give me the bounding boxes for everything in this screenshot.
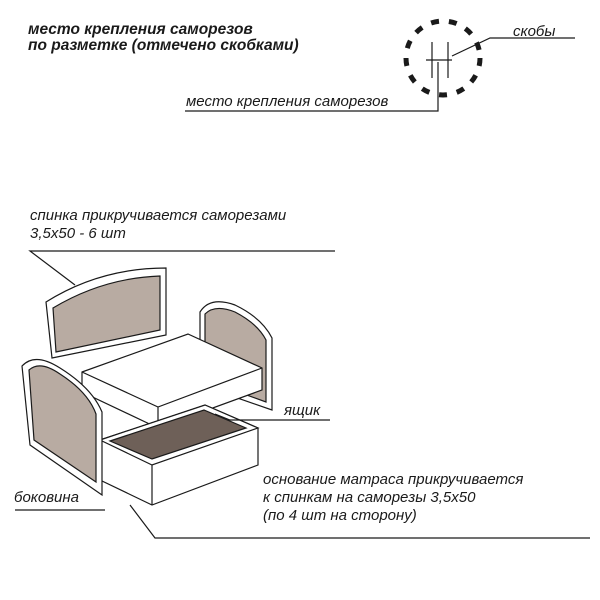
dashed-circle-marker-icon bbox=[403, 18, 483, 98]
screw-place-leader-line bbox=[185, 62, 439, 112]
base-leader-line bbox=[129, 504, 590, 539]
base-label-line3: (по 4 шт на сторону) bbox=[263, 507, 417, 524]
brackets-leader-line bbox=[451, 37, 575, 57]
base-label-line2: к спинкам на саморезы 3,5х50 bbox=[263, 489, 476, 506]
base-label-line1: основание матраса прикручивается bbox=[263, 471, 524, 488]
header-note-line2: по разметке (отмечено скобками) bbox=[28, 37, 299, 54]
back-label-line1: спинка прикручивается саморезами bbox=[30, 207, 287, 224]
header-note-line1: место крепления саморезов bbox=[28, 21, 253, 38]
brackets-label: скобы bbox=[513, 23, 556, 40]
side-label: боковина bbox=[14, 489, 79, 506]
back-leader-line bbox=[28, 250, 335, 286]
drawer-leader-line bbox=[214, 413, 330, 421]
screw-place-label: место крепления саморезов bbox=[186, 93, 389, 110]
back-label-line2: 3,5х50 - 6 шт bbox=[30, 225, 126, 242]
drawer-label: ящик bbox=[284, 402, 321, 419]
